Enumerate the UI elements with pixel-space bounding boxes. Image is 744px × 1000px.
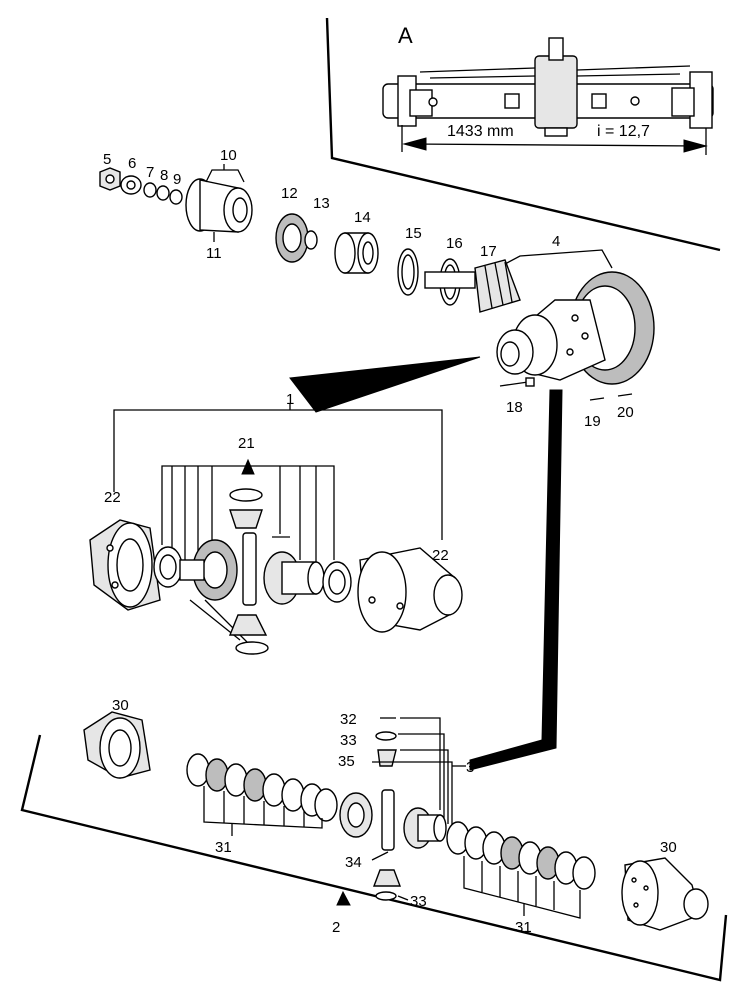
- callout-35: 35: [338, 753, 355, 770]
- dimension-line-1433: [402, 137, 708, 153]
- callout-2: 2: [332, 919, 340, 936]
- callout-7: 7: [146, 164, 154, 181]
- part-thrust-washer-right: [322, 561, 352, 603]
- callout-33-bottom: 33: [410, 893, 427, 910]
- part-8-ring: [156, 185, 170, 201]
- callout-9: 9: [173, 171, 181, 188]
- callout-30-right: 30: [660, 839, 677, 856]
- callout-10: 10: [220, 147, 237, 164]
- part-17-pinion: [424, 259, 521, 313]
- part-4-differential-assembly: [496, 271, 655, 385]
- part-side-gear-right: [263, 551, 325, 605]
- inset-frame-line: [325, 17, 721, 252]
- callout-8: 8: [160, 167, 168, 184]
- callout-19: 19: [584, 413, 601, 430]
- callout-31-right: 31: [515, 919, 532, 936]
- part-5-nut: [99, 167, 121, 191]
- part-34-cross-shaft: [371, 789, 395, 861]
- part-22-case-left: [89, 519, 161, 611]
- part-22-case-right: [357, 547, 463, 633]
- callout-18: 18: [506, 399, 523, 416]
- part-side-gear-right-lsd: [403, 807, 447, 849]
- arrow-to-group-1: [289, 356, 481, 413]
- callout-6: 6: [128, 155, 136, 172]
- group-21-bracket: [161, 458, 335, 560]
- part-9-ring: [169, 189, 183, 205]
- callout-21: 21: [238, 435, 255, 452]
- part-19-pin: [589, 397, 605, 401]
- callout-labels: 1 2 3 4 5 6 7 8 9 10 11 12 13 14 15 16 1…: [103, 147, 677, 936]
- part-6-washer: [120, 175, 142, 195]
- part-cross-shaft: [242, 532, 257, 606]
- part-33-pinion-bottom: [372, 869, 402, 901]
- part-31-clutch-pack-right: [446, 821, 596, 919]
- callout-5: 5: [103, 151, 111, 168]
- ratio-label: i = 12,7: [597, 123, 650, 140]
- group-2-frame: [20, 734, 728, 982]
- part-14-bearing: [334, 232, 379, 274]
- callout-32: 32: [340, 711, 357, 728]
- callout-11: 11: [206, 245, 222, 262]
- callout-15: 15: [405, 225, 422, 242]
- group-1-bracket: [113, 404, 443, 540]
- arrow-to-group-3: [469, 389, 563, 771]
- axle-housing-drawing: [382, 37, 714, 155]
- callout-13: 13: [313, 195, 330, 212]
- part-pinion-gear-top: [229, 488, 263, 529]
- group-3-leaders: [372, 717, 466, 901]
- part-35-side-gear: [339, 792, 373, 838]
- callout-12: 12: [281, 185, 298, 202]
- part-thrust-washer-left: [153, 546, 183, 588]
- callout-16: 16: [446, 235, 463, 252]
- callout-1: 1: [286, 391, 294, 408]
- group-1-leaders: [171, 466, 317, 646]
- callout-22-left: 22: [104, 489, 121, 506]
- callout-31-left: 31: [215, 839, 232, 856]
- part-30-case-right: [621, 857, 709, 931]
- inset-letter: A: [398, 23, 413, 48]
- part-7-ring: [143, 182, 157, 198]
- part-side-gear-left: [179, 539, 238, 601]
- part-31-clutch-pack-left: [186, 753, 338, 836]
- callout-30-left: 30: [112, 697, 129, 714]
- part-10-flange: [185, 178, 253, 233]
- bracket-4: [504, 249, 613, 269]
- track-width-label: 1433 mm: [447, 123, 514, 140]
- callout-3: 3: [466, 759, 474, 776]
- callout-33-top: 33: [340, 732, 357, 749]
- callout-4: 4: [552, 233, 560, 250]
- callout-22-right: 22: [432, 547, 449, 564]
- part-12-seal: [275, 213, 309, 263]
- bracket-10: [205, 169, 245, 183]
- callout-20: 20: [617, 404, 634, 421]
- part-18-bolt: [499, 377, 535, 387]
- part-13-ring: [304, 230, 318, 250]
- part-20-pin: [617, 393, 633, 397]
- part-30-case-left: [83, 711, 151, 779]
- callout-14: 14: [354, 209, 371, 226]
- part-15-shim: [397, 248, 419, 296]
- callout-34: 34: [345, 854, 362, 871]
- callout-17: 17: [480, 243, 497, 260]
- part-pinion-gear-bottom: [228, 614, 269, 655]
- part-33-pinion-top: [375, 731, 397, 767]
- inset-axle-overview: A 1433 mm i = 1: [325, 17, 721, 252]
